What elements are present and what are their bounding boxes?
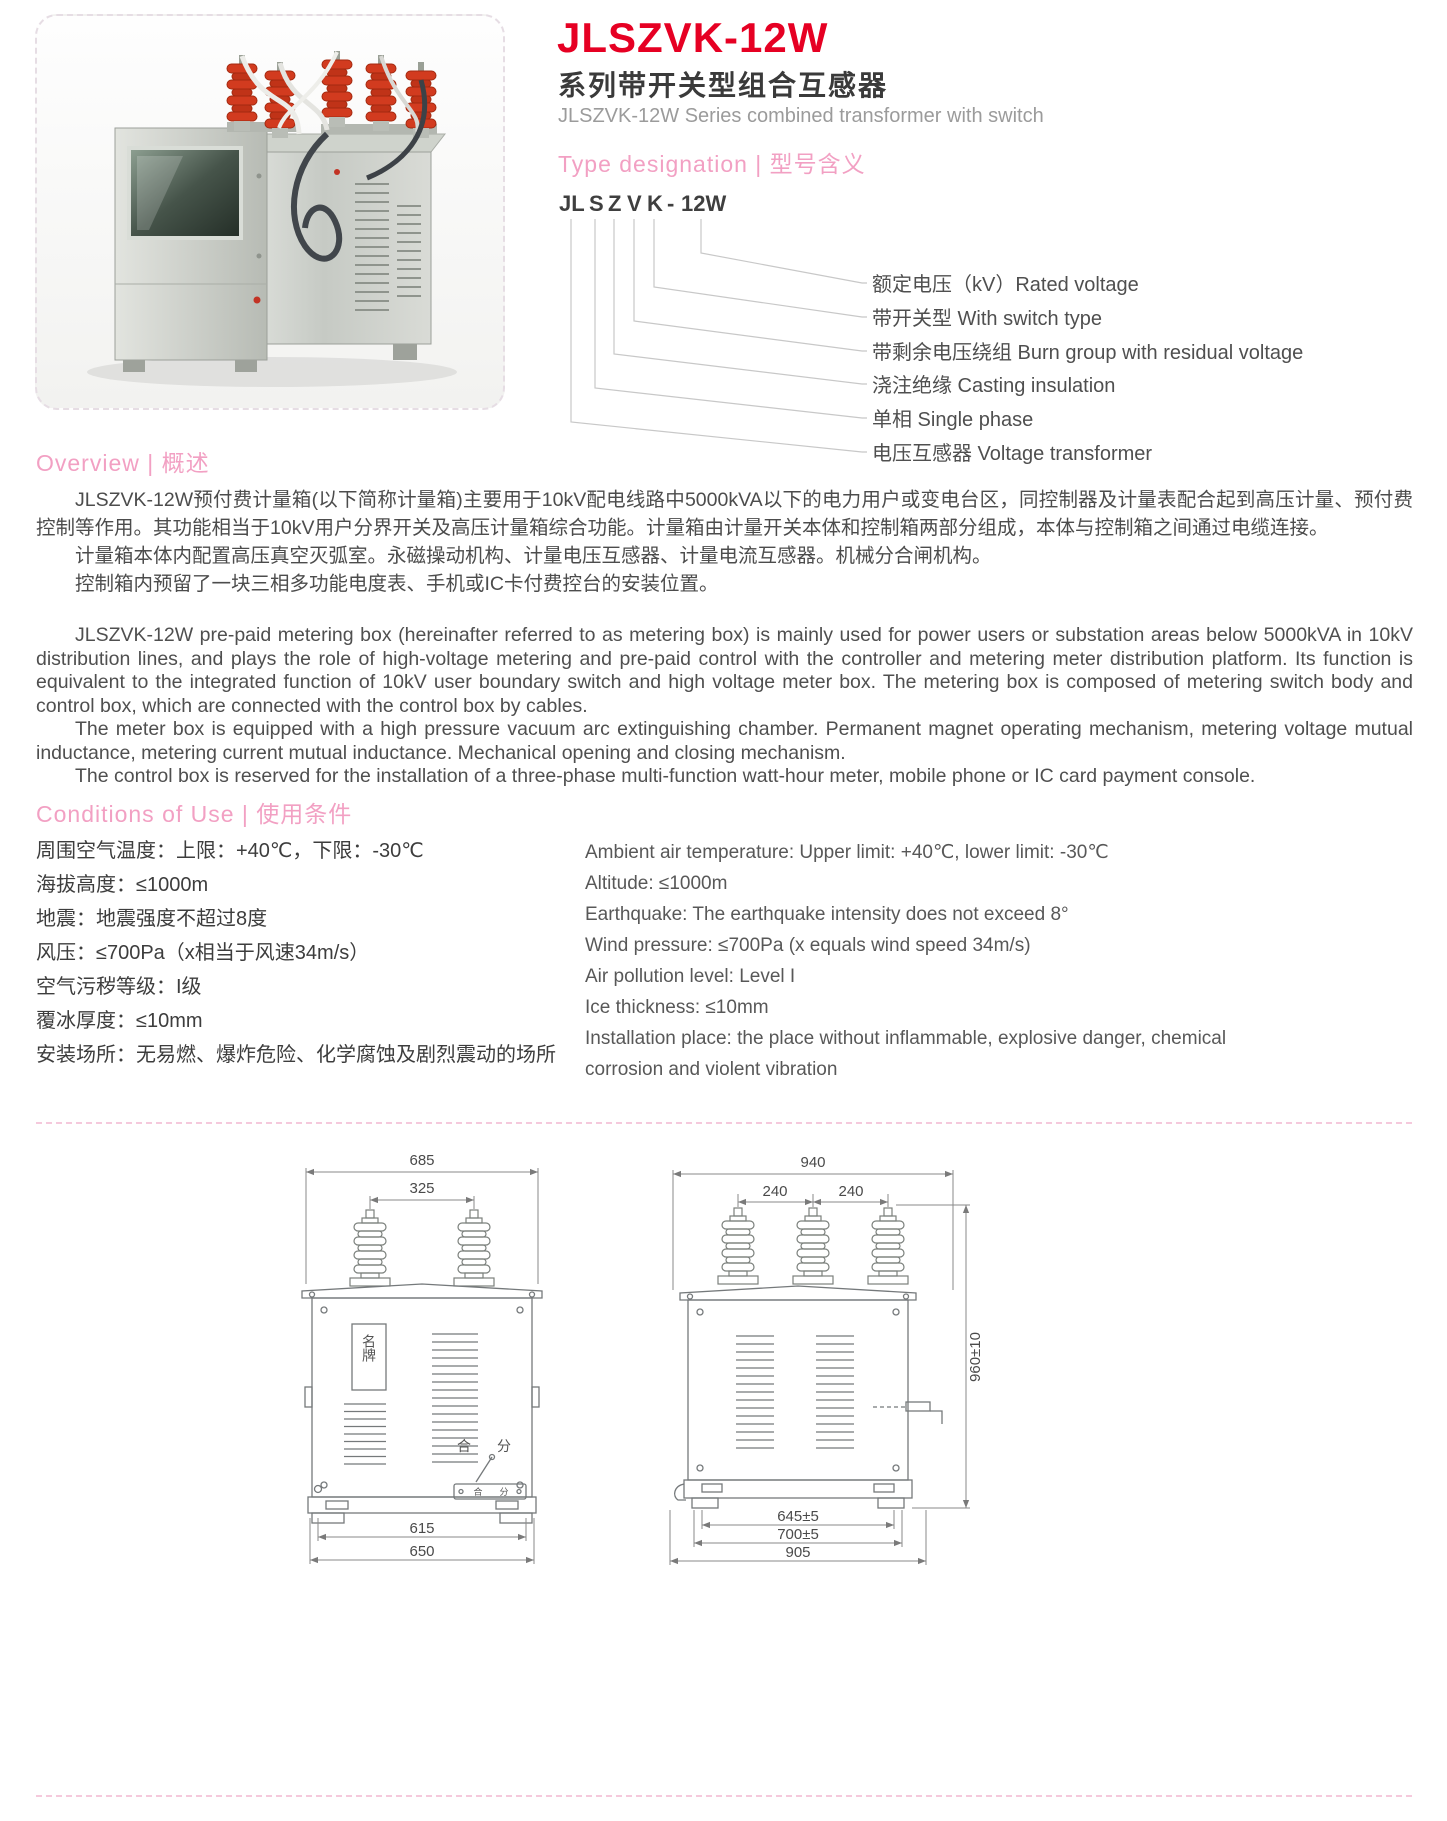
condition-item-zh: 风压：≤700Pa（x相当于风速34m/s） <box>36 942 370 964</box>
overview-paragraph-zh: 控制箱内预留了一块三相多功能电度表、手机或IC卡付费控台的安装位置。 <box>75 573 719 595</box>
nameplate-box <box>351 1323 387 1391</box>
dimension-lines <box>669 1510 927 1565</box>
front-view-drawing: 685 325 名牌 合 <box>282 1152 582 1577</box>
type-label: 带剩余电压绕组 Burn group with residual voltage <box>872 341 1303 364</box>
code-part: V <box>627 191 642 216</box>
insulator-icon <box>349 1209 391 1287</box>
type-label: 额定电压（kV）Rated voltage <box>872 273 1139 296</box>
vent-grille <box>736 1335 774 1449</box>
condition-item-zh: 海拔高度：≤1000m <box>36 874 209 896</box>
type-designation-heading: Type designation | 型号含义 <box>558 151 866 177</box>
insulator-icon <box>453 1209 495 1287</box>
dimension-height: 960±10 <box>967 1332 984 1382</box>
vent-grille <box>432 1333 478 1463</box>
code-part: K <box>647 191 663 216</box>
overview-paragraph-en: The meter box is equipped with a high pr… <box>36 718 1413 764</box>
photo-shadow <box>87 357 457 387</box>
code-part: 12W <box>681 191 726 216</box>
dimension-base-1: 645±5 <box>777 1508 819 1525</box>
dimension-width-overall: 940 <box>800 1154 825 1171</box>
cabinet-outline <box>301 1283 543 1524</box>
insulator-icon <box>717 1207 759 1285</box>
insulator-icon <box>792 1207 834 1285</box>
type-label: 电压互感器 Voltage transformer <box>872 442 1152 465</box>
code-part: S <box>589 191 604 216</box>
type-designation-diagram: JL S Z V K - 12W 额定电压（kV）Rated voltage 带… <box>557 183 1429 475</box>
dimension-spacing-2: 240 <box>838 1183 863 1200</box>
condition-item-en: Earthquake: The earthquake intensity doe… <box>585 904 1069 925</box>
dimension-base-inner: 615 <box>409 1520 434 1537</box>
indicator-button <box>253 296 261 304</box>
type-label: 浇注绝缘 Casting insulation <box>872 374 1115 397</box>
type-label: 带开关型 With switch type <box>872 307 1102 330</box>
page-title: JLSZVK-12W <box>557 14 829 61</box>
overview-paragraph-zh: JLSZVK-12W预付费计量箱(以下简称计量箱)主要用于10kV配电线路中50… <box>36 489 1413 539</box>
condition-item-en: Air pollution level: Level I <box>585 966 796 987</box>
code-part: - <box>667 191 674 216</box>
vent-grille <box>816 1335 854 1449</box>
product-photo <box>35 14 505 410</box>
condition-item-zh: 安装场所：无易燃、爆炸危险、化学腐蚀及剧烈震动的场所 <box>36 1044 556 1066</box>
vent-grille <box>355 183 389 311</box>
condition-item-zh: 覆冰厚度：≤10mm <box>36 1010 203 1032</box>
series-title-zh: 系列带开关型组合互感器 <box>558 70 889 101</box>
code-part: JL <box>559 191 585 216</box>
dimension-spacing-1: 240 <box>762 1183 787 1200</box>
condition-item-en: Ambient air temperature: Upper limit: +4… <box>585 842 1109 863</box>
open-label-small: 分 <box>499 1487 508 1497</box>
overview-paragraph-en: JLSZVK-12W pre-paid metering box (herein… <box>36 624 1413 717</box>
overview-heading: Overview | 概述 <box>36 450 210 476</box>
side-view-drawing: 940 240 240 <box>648 1150 993 1575</box>
condition-item-en: Installation place: the place without in… <box>585 1028 1227 1080</box>
inspection-window <box>127 146 243 240</box>
dimension-base-2: 700±5 <box>777 1526 819 1543</box>
dimension-lines <box>672 1170 954 1290</box>
drain-spout <box>673 1483 686 1501</box>
dimension-base-outer: 650 <box>409 1543 434 1560</box>
dashed-divider <box>36 1795 1412 1797</box>
dimension-lines <box>896 1204 970 1509</box>
close-label: 合 <box>457 1438 471 1454</box>
type-connector-lines <box>570 219 867 453</box>
insulator-icon <box>867 1207 909 1285</box>
conditions-heading: Conditions of Use | 使用条件 <box>36 801 353 827</box>
overview-en: JLSZVK-12W pre-paid metering box (herein… <box>36 624 1413 789</box>
control-box <box>114 127 268 372</box>
cabinet-outline <box>673 1285 943 1509</box>
cables <box>239 51 428 262</box>
dimension-insulator-span: 325 <box>409 1180 434 1197</box>
insulator-icon <box>226 54 258 132</box>
condition-item-en: Ice thickness: ≤10mm <box>585 997 769 1018</box>
overview-paragraph-zh: 计量箱本体内配置高压真空灭弧室。永磁操动机构、计量电压互感器、计量电流互感器。机… <box>75 545 992 567</box>
dashed-divider <box>36 1122 1412 1124</box>
overview-paragraph-en: The control box is reserved for the inst… <box>75 765 1256 787</box>
condition-item-zh: 周围空气温度：上限：+40℃，下限：-30℃ <box>36 840 424 862</box>
conditions-en: Ambient air temperature: Upper limit: +4… <box>585 837 1235 1085</box>
close-label-small: 合 <box>473 1486 482 1497</box>
dimension-width-overall: 685 <box>409 1152 434 1169</box>
condition-item-en: Altitude: ≤1000m <box>585 873 728 894</box>
condition-item-zh: 地震：地震强度不超过8度 <box>36 908 268 930</box>
insulator-icon <box>321 50 353 128</box>
conditions-zh: 周围空气温度：上限：+40℃，下限：-30℃ 海拔高度：≤1000m 地震：地震… <box>36 834 581 1072</box>
type-label: 单相 Single phase <box>872 408 1033 431</box>
handle <box>905 1401 931 1412</box>
condition-item-en: Wind pressure: ≤700Pa (x equals wind spe… <box>585 935 1031 956</box>
open-label: 分 <box>497 1438 511 1454</box>
dimension-base-3: 905 <box>785 1544 810 1561</box>
overview-zh: JLSZVK-12W预付费计量箱(以下简称计量箱)主要用于10kV配电线路中50… <box>36 486 1413 598</box>
product-photo-illustration <box>87 50 457 387</box>
series-title-en: JLSZVK-12W Series combined transformer w… <box>558 105 1044 127</box>
insulator-icon <box>365 54 397 132</box>
dimension-lines <box>309 1518 535 1564</box>
vent-grille <box>397 205 421 297</box>
condition-item-zh: 空气污秽等级：I级 <box>36 976 202 998</box>
code-part: Z <box>608 191 621 216</box>
vent-grille <box>344 1403 386 1465</box>
dimension-lines <box>305 1168 539 1284</box>
nameplate-label: 名牌 <box>361 1334 377 1362</box>
